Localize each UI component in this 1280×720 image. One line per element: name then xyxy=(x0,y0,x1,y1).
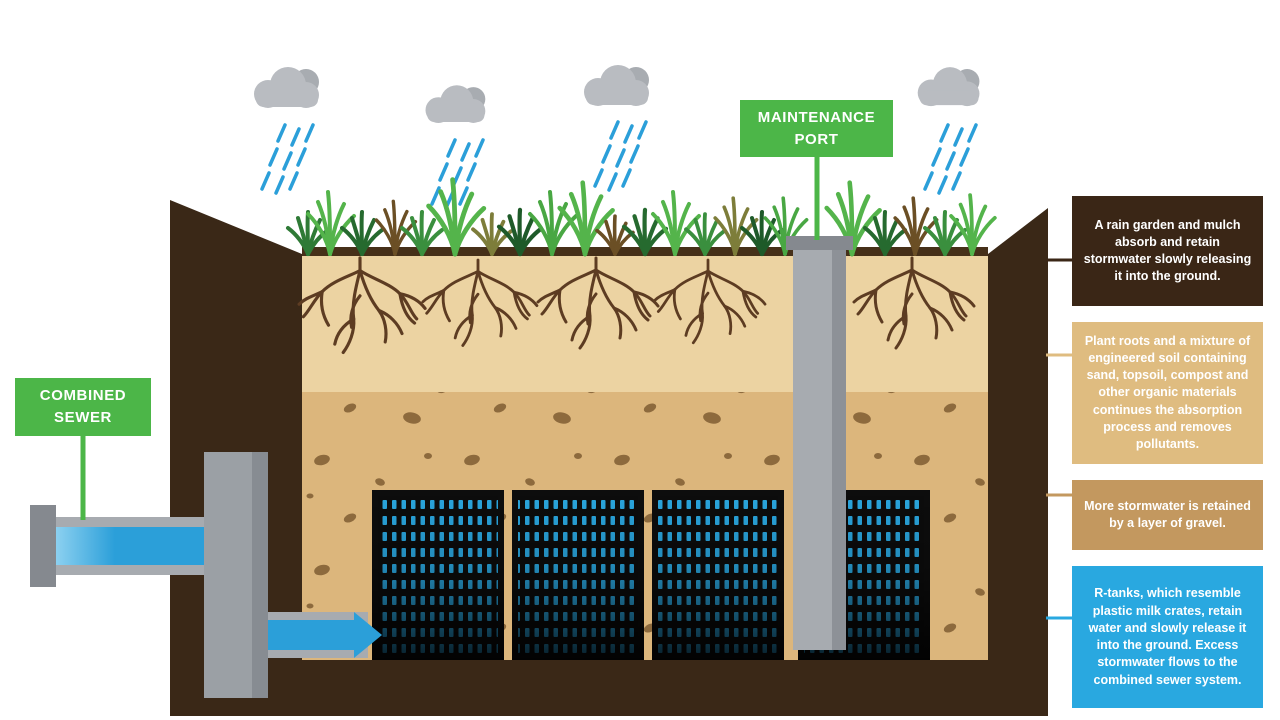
callout-rain-garden: A rain garden and mulch absorb and retai… xyxy=(1072,196,1263,306)
r-tank-2 xyxy=(512,490,644,660)
combined-sewer-label: COMBINED SEWER xyxy=(15,378,151,436)
water-flow-arrow xyxy=(354,612,382,658)
maintenance-port-pipe xyxy=(786,236,853,650)
callout-connectors xyxy=(1046,258,1072,620)
grass-row xyxy=(286,180,997,254)
r-tank-1 xyxy=(372,490,504,660)
combined-sewer-pipe xyxy=(30,452,382,698)
callout-gravel-layer: More stormwater is retained by a layer o… xyxy=(1072,480,1263,550)
maintenance-port-label: MAINTENANCE PORT xyxy=(740,100,893,157)
callout-r-tanks: R-tanks, which resemble plastic milk cra… xyxy=(1072,566,1263,708)
r-tank-3 xyxy=(652,490,784,660)
callout-engineered-soil: Plant roots and a mixture of engineered … xyxy=(1072,322,1263,464)
root-soil-layer xyxy=(302,254,988,392)
